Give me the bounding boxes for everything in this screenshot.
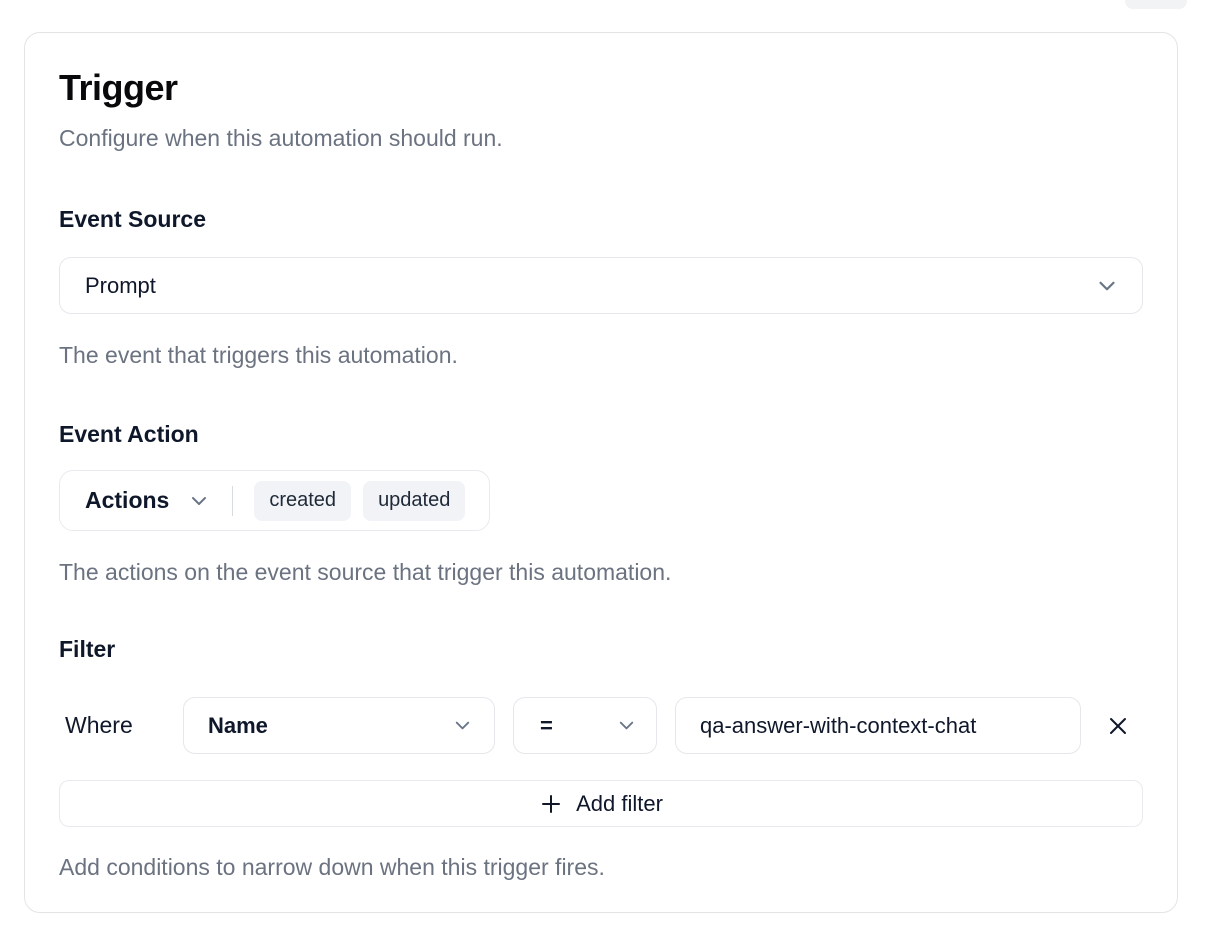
filter-where-label: Where xyxy=(65,712,133,738)
filter-condition-row: Where Name = xyxy=(59,697,1143,754)
event-action-tag-updated: updated xyxy=(363,480,466,521)
filter-value-input[interactable] xyxy=(675,697,1081,754)
event-source-help: The event that triggers this automation. xyxy=(59,342,458,368)
clipped-top-right-element xyxy=(1125,0,1187,9)
event-source-label: Event Source xyxy=(59,206,206,232)
event-source-select[interactable]: Prompt xyxy=(59,257,1143,314)
page-title: Trigger xyxy=(59,67,178,108)
add-filter-label: Add filter xyxy=(576,790,663,816)
filter-operator-select[interactable]: = xyxy=(513,697,657,754)
vertical-divider xyxy=(232,485,234,516)
chevron-down-icon xyxy=(455,721,470,730)
filter-field-selected-value: Name xyxy=(208,712,268,738)
event-action-help: The actions on the event source that tri… xyxy=(59,559,672,585)
add-filter-button[interactable]: Add filter xyxy=(59,780,1143,827)
plus-icon xyxy=(542,794,561,813)
page-subtitle: Configure when this automation should ru… xyxy=(59,125,503,151)
filter-field-select[interactable]: Name xyxy=(183,697,495,754)
event-action-control: Actions created updated xyxy=(59,470,491,531)
event-action-tag-created: created xyxy=(254,480,352,521)
filter-label: Filter xyxy=(59,636,116,662)
event-action-dropdown[interactable]: Actions xyxy=(85,487,211,514)
chevron-down-icon xyxy=(192,496,207,505)
event-source-selected-value: Prompt xyxy=(85,272,156,298)
filter-operator-selected-value: = xyxy=(540,712,553,738)
chevron-down-icon xyxy=(1099,281,1115,290)
filter-help: Add conditions to narrow down when this … xyxy=(59,854,605,880)
event-action-label: Event Action xyxy=(59,421,199,447)
chevron-down-icon xyxy=(619,721,634,730)
event-action-dropdown-label: Actions xyxy=(85,487,170,513)
x-icon xyxy=(1110,717,1126,734)
remove-filter-button[interactable] xyxy=(1095,703,1141,749)
trigger-card: Trigger Configure when this automation s… xyxy=(24,32,1178,913)
